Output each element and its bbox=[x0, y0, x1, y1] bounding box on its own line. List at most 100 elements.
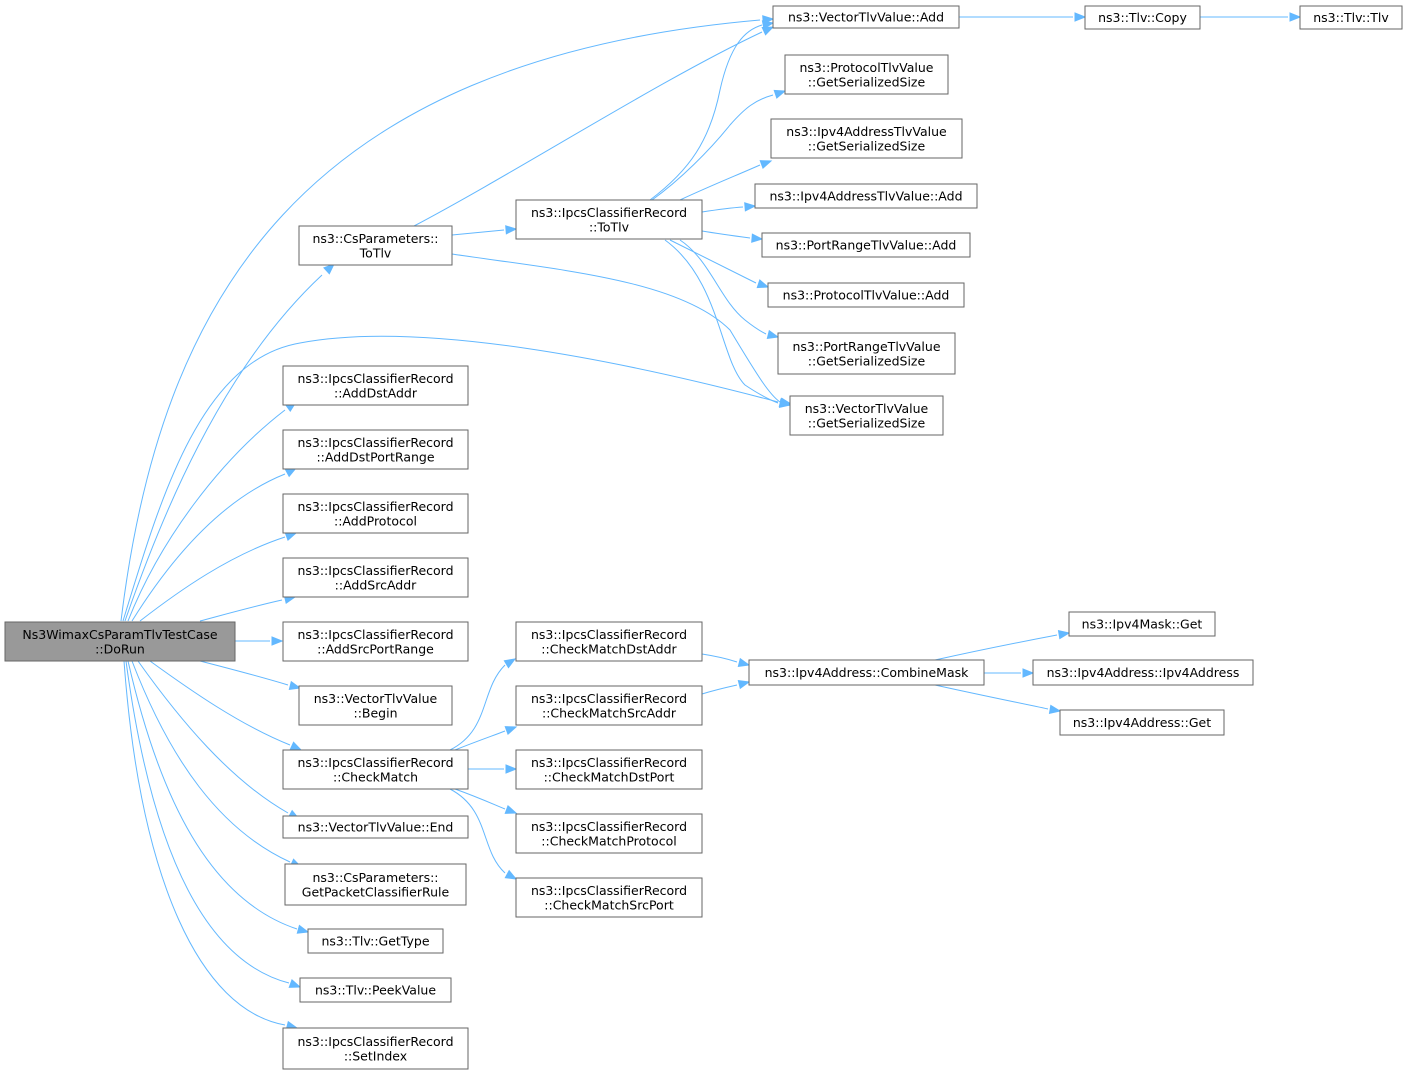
node-n24[interactable]: ns3::Tlv::Tlv bbox=[1299, 5, 1403, 30]
node-label: ns3::IpcsClassifierRecord bbox=[297, 627, 453, 642]
node-n5[interactable]: ns3::IpcsClassifierRecord::AddSrcAddr bbox=[282, 557, 469, 598]
edge-line bbox=[125, 660, 290, 984]
node-n4[interactable]: ns3::IpcsClassifierRecord::AddProtocol bbox=[282, 493, 469, 534]
edge-line bbox=[124, 274, 323, 622]
node-n23[interactable]: ns3::Tlv::Copy bbox=[1084, 5, 1201, 30]
node-label: ns3::PortRangeTlvValue bbox=[792, 339, 940, 354]
node-label: ns3::PortRangeTlvValue::Add bbox=[776, 238, 957, 253]
node-n30[interactable]: ns3::Ipv4Address::CombineMask bbox=[748, 659, 985, 686]
node-label: ::GetSerializedSize bbox=[808, 415, 926, 430]
edge-arrowhead bbox=[503, 658, 517, 669]
node-box bbox=[282, 429, 469, 470]
node-n14[interactable]: ns3::VectorTlvValue::Add bbox=[772, 5, 960, 29]
node-label: ::SetIndex bbox=[344, 1048, 407, 1063]
node-label: ::AddDstPortRange bbox=[316, 449, 434, 464]
node-n27[interactable]: ns3::IpcsClassifierRecord::CheckMatchDst… bbox=[515, 749, 703, 790]
edge-line bbox=[649, 24, 763, 201]
node-box bbox=[1032, 659, 1254, 686]
edge-n23-n24 bbox=[1200, 12, 1302, 22]
node-box bbox=[1068, 611, 1216, 637]
node-label: ns3::VectorTlvValue bbox=[314, 691, 438, 706]
edge-n0-n12 bbox=[125, 660, 302, 988]
node-label: ::GetSerializedSize bbox=[808, 138, 926, 153]
edge-n15-n20 bbox=[701, 230, 764, 243]
node-n28[interactable]: ns3::IpcsClassifierRecord::CheckMatchPro… bbox=[515, 813, 703, 854]
edge-arrowhead bbox=[289, 741, 303, 751]
edge-n15-n22 bbox=[679, 239, 780, 340]
node-n29[interactable]: ns3::IpcsClassifierRecord::CheckMatchSrc… bbox=[515, 877, 703, 918]
node-n26[interactable]: ns3::IpcsClassifierRecord::CheckMatchSrc… bbox=[515, 685, 703, 726]
edge-arrowhead bbox=[766, 329, 780, 340]
edge-arrowhead bbox=[737, 657, 751, 668]
edge-line bbox=[451, 229, 505, 236]
node-label: ns3::VectorTlvValue bbox=[805, 401, 929, 416]
node-box bbox=[282, 557, 469, 598]
node-label: ::CheckMatchSrcAddr bbox=[542, 705, 677, 720]
edge-n0-n8 bbox=[149, 660, 303, 751]
node-label: ns3::CsParameters:: bbox=[312, 231, 438, 246]
node-n32[interactable]: ns3::Ipv4Address::Ipv4Address bbox=[1032, 659, 1254, 686]
node-n19[interactable]: ns3::Ipv4AddressTlvValue::Add bbox=[754, 183, 978, 209]
node-box bbox=[4, 621, 236, 662]
edge-arrowhead bbox=[504, 726, 518, 736]
node-n13[interactable]: ns3::IpcsClassifierRecord::SetIndex bbox=[282, 1027, 469, 1070]
edge-line bbox=[701, 230, 751, 239]
node-label: ns3::IpcsClassifierRecord bbox=[297, 755, 453, 770]
node-label: ns3::Tlv::PeekValue bbox=[315, 983, 436, 998]
node-n12[interactable]: ns3::Tlv::PeekValue bbox=[299, 977, 452, 1003]
node-label: ns3::IpcsClassifierRecord bbox=[531, 627, 687, 642]
node-n20[interactable]: ns3::PortRangeTlvValue::Add bbox=[761, 232, 971, 258]
edge-arrowhead bbox=[1289, 12, 1302, 22]
node-box bbox=[515, 877, 703, 918]
edge-line bbox=[449, 664, 506, 751]
node-n33[interactable]: ns3::Ipv4Address::Get bbox=[1059, 709, 1225, 736]
node-root[interactable]: Ns3WimaxCsParamTlvTestCase::DoRun bbox=[4, 621, 236, 662]
edge-line bbox=[122, 335, 779, 622]
edge-line bbox=[120, 19, 761, 622]
node-box bbox=[748, 659, 985, 686]
node-n16[interactable]: ns3::VectorTlvValue::GetSerializedSize bbox=[789, 395, 944, 436]
node-n8[interactable]: ns3::IpcsClassifierRecord::CheckMatch bbox=[282, 749, 469, 790]
node-n31[interactable]: ns3::Ipv4Mask::Get bbox=[1068, 611, 1216, 637]
node-n2[interactable]: ns3::IpcsClassifierRecord::AddDstAddr bbox=[282, 365, 469, 406]
edge-arrowhead bbox=[504, 869, 518, 880]
node-n7[interactable]: ns3::VectorTlvValue::Begin bbox=[298, 685, 453, 726]
node-n11[interactable]: ns3::Tlv::GetType bbox=[307, 928, 444, 954]
node-n9[interactable]: ns3::VectorTlvValue::End bbox=[282, 815, 469, 839]
node-label: ns3::Tlv::GetType bbox=[321, 934, 429, 949]
edge-n8-n27 bbox=[468, 764, 518, 774]
node-label: ns3::Tlv::Tlv bbox=[1313, 10, 1389, 25]
node-label: ns3::VectorTlvValue::Add bbox=[788, 10, 944, 25]
edge-n1-n15 bbox=[451, 225, 518, 236]
edge-line bbox=[451, 253, 781, 403]
edge-line bbox=[137, 660, 289, 814]
node-n15[interactable]: ns3::IpcsClassifierRecord::ToTlv bbox=[515, 199, 703, 240]
node-n25[interactable]: ns3::IpcsClassifierRecord::CheckMatchDst… bbox=[515, 621, 703, 662]
node-box bbox=[298, 685, 453, 726]
edge-line bbox=[127, 660, 298, 930]
node-label: ns3::IpcsClassifierRecord bbox=[531, 691, 687, 706]
node-box bbox=[1059, 709, 1225, 736]
node-n21[interactable]: ns3::ProtocolTlvValue::Add bbox=[767, 282, 965, 308]
node-label: ns3::IpcsClassifierRecord bbox=[531, 883, 687, 898]
node-n3[interactable]: ns3::IpcsClassifierRecord::AddDstPortRan… bbox=[282, 429, 469, 470]
node-label: ::CheckMatchSrcPort bbox=[544, 897, 674, 912]
node-label: ns3::IpcsClassifierRecord bbox=[297, 1034, 453, 1049]
node-box bbox=[307, 928, 444, 954]
edge-line bbox=[701, 684, 738, 695]
node-label: ::AddProtocol bbox=[334, 513, 417, 528]
node-label: ns3::IpcsClassifierRecord bbox=[297, 435, 453, 450]
node-label: ::GetSerializedSize bbox=[808, 74, 926, 89]
node-n17[interactable]: ns3::ProtocolTlvValue::GetSerializedSize bbox=[784, 54, 949, 95]
edge-n15-n14 bbox=[649, 20, 775, 201]
node-n10[interactable]: ns3::CsParameters::GetPacketClassifierRu… bbox=[284, 863, 467, 906]
node-label: ::AddDstAddr bbox=[334, 385, 418, 400]
edge-line bbox=[679, 164, 761, 201]
node-n6[interactable]: ns3::IpcsClassifierRecord::AddSrcPortRan… bbox=[282, 621, 469, 662]
edge-arrowhead bbox=[323, 263, 335, 275]
node-n22[interactable]: ns3::PortRangeTlvValue::GetSerializedSiz… bbox=[777, 332, 956, 375]
node-n18[interactable]: ns3::Ipv4AddressTlvValue::GetSerializedS… bbox=[770, 118, 963, 159]
edge-arrowhead bbox=[1074, 12, 1087, 22]
node-n1[interactable]: ns3::CsParameters::ToTlv bbox=[298, 225, 453, 266]
node-box bbox=[515, 813, 703, 854]
